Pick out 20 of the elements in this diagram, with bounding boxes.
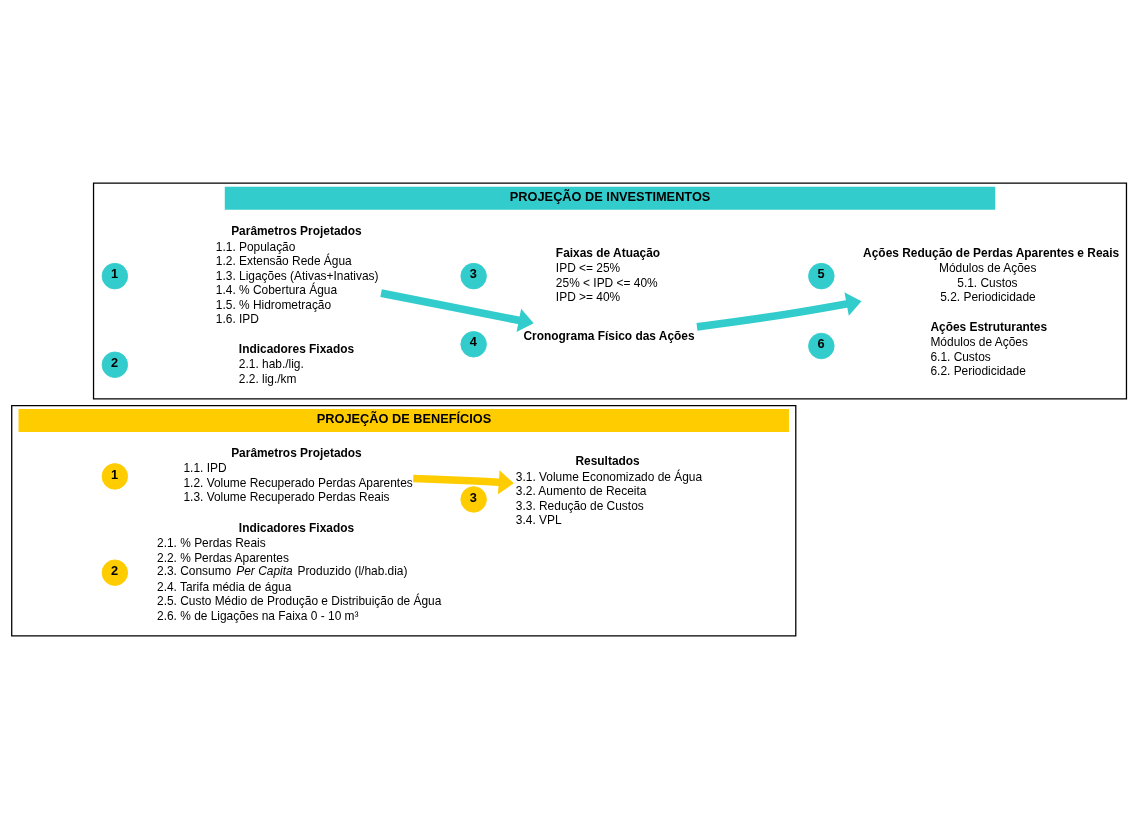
node-circle: 2: [101, 559, 129, 586]
node-circle: 1: [101, 262, 129, 289]
node-text: Faixas de Atuação IPD <= 25% 25% < IPD <= 40% IPD >= 40%: [555, 245, 661, 304]
node-circle: 3: [460, 485, 487, 513]
node-circle: 4: [460, 330, 487, 357]
node-text: Parâmetros Projetados 1.1. População 1.2. Extensão Rede Água 1.3. Ligações (Ativas+Inativas) 1.4. % Cobertura Água 1.5. % Hidrometração 1.6. IPD: [215, 223, 379, 326]
node-circle: 2: [101, 351, 129, 378]
node-text: Ações Redução de Perdas Aparentes e Reais Módulos de Ações 5.1. Custos 5.2. Periodicidade: [863, 245, 1120, 304]
arrow: [696, 291, 862, 331]
node-circle: 3: [460, 262, 487, 289]
node-text: Indicadores Fixados 2.1. % Perdas Reais 2.2. % Perdas Aparentes 2.3. Consumo Per Capita Produzido (l/hab.dia) 2.4. Tarifa média de água 2.5. Custo Médio de Produção e Distribuição de Água 2.6. % de Ligações na Faixa 0 - 10 m³: [157, 520, 442, 623]
node-text: Resultados 3.1. Volume Economizado de Água 3.2. Aumento de Receita 3.3. Redução de Custos 3.4. VPL: [515, 453, 703, 527]
node-circle: 1: [101, 462, 129, 490]
node-text: Ações Estruturantes Módulos de Ações 6.1. Custos 6.2. Periodicidade: [930, 319, 1048, 378]
node-circle: 6: [808, 332, 835, 359]
arrow: [380, 288, 534, 332]
node-text: Parâmetros Projetados 1.1. IPD 1.2. Volume Recuperado Perdas Aparentes 1.3. Volume Recuperado Perdas Reais: [183, 445, 413, 504]
node-circle: 5: [808, 262, 835, 289]
node-text: Indicadores Fixados 2.1. hab./lig. 2.2. lig./km: [238, 341, 355, 386]
node-text: Cronograma Físico das Ações: [523, 328, 695, 343]
